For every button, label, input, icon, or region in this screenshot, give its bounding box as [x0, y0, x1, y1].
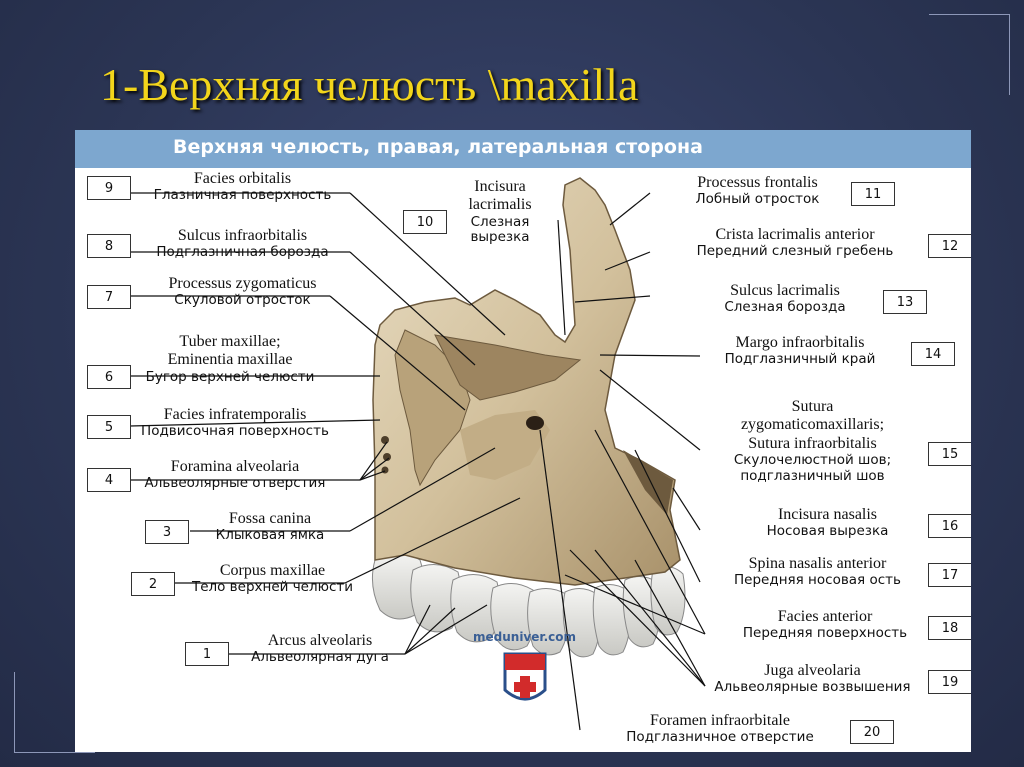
label-number-16: 16 — [928, 514, 971, 538]
infraorbital-foramen — [526, 416, 544, 430]
label-number-8: 8 — [87, 234, 131, 258]
teeth-row — [371, 552, 686, 658]
label-number-2: 2 — [131, 572, 175, 596]
label-number-6: 6 — [87, 365, 131, 389]
figure-header-text: Верхняя челюсть, правая, латеральная сто… — [173, 136, 703, 158]
nasal-notch-shade — [623, 450, 673, 515]
label-number-1: 1 — [185, 642, 229, 666]
label-number-20: 20 — [850, 720, 894, 744]
meduniver-logo — [503, 652, 547, 701]
label-number-10: 10 — [403, 210, 447, 234]
figure-header-bar: Верхняя челюсть, правая, латеральная сто… — [75, 130, 971, 168]
maxilla-illustration — [129, 177, 706, 731]
label-number-17: 17 — [928, 563, 971, 587]
label-number-18: 18 — [928, 616, 971, 640]
slide-corner-frame-bottom-left — [14, 672, 95, 753]
label-number-12: 12 — [928, 234, 971, 258]
label-number-3: 3 — [145, 520, 189, 544]
label-number-4: 4 — [87, 468, 131, 492]
slide-corner-frame-top-right — [929, 14, 1010, 95]
leader-lines — [129, 192, 706, 731]
label-number-15: 15 — [928, 442, 971, 466]
anatomy-figure-panel: Верхняя челюсть, правая, латеральная сто… — [75, 130, 971, 752]
label-number-9: 9 — [87, 176, 131, 200]
label-number-19: 19 — [928, 670, 971, 694]
label-number-11: 11 — [851, 182, 895, 206]
canine-fossa-shade — [460, 410, 550, 480]
watermark-text: meduniver.com — [473, 630, 577, 644]
label-number-13: 13 — [883, 290, 927, 314]
label-number-7: 7 — [87, 285, 131, 309]
orbital-surface-shade — [434, 334, 582, 401]
slide-title: 1-Верхняя челюсть \maxilla — [100, 59, 639, 110]
label-number-5: 5 — [87, 415, 131, 439]
label-number-14: 14 — [911, 342, 955, 366]
